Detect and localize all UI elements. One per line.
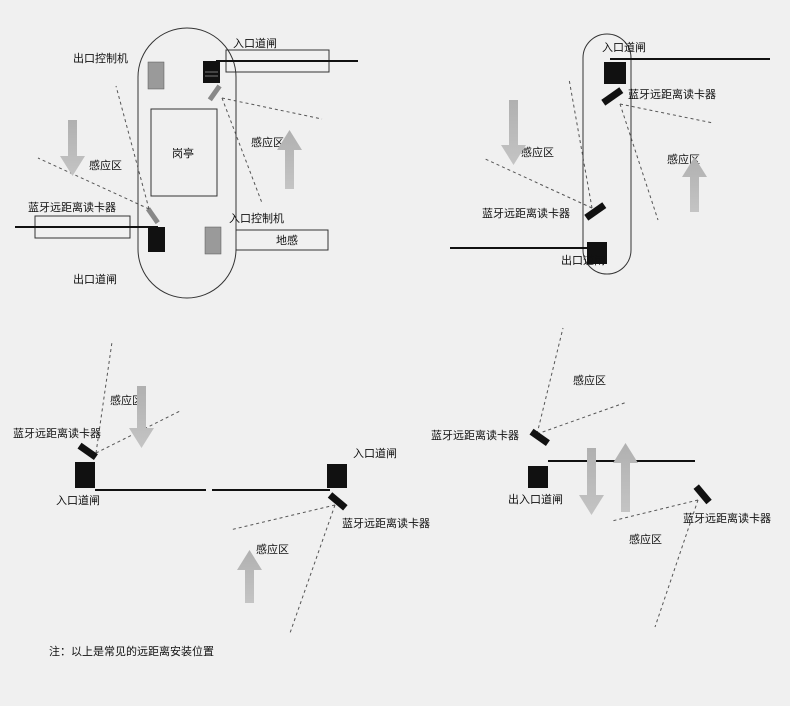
sensing-zone-left-label: 感应区 bbox=[521, 145, 554, 159]
bt-reader-left bbox=[77, 442, 98, 461]
down-arrow bbox=[129, 386, 154, 448]
sensing-zone-bottom-label: 感应区 bbox=[256, 542, 289, 556]
exit-gate-label: 出口道闸 bbox=[561, 253, 605, 267]
entry-control-label: 入口控制机 bbox=[229, 211, 284, 225]
up-arrow bbox=[682, 157, 707, 212]
entry-gate-label: 入口道闸 bbox=[233, 36, 277, 50]
ground-sensor-label: 地感 bbox=[276, 234, 298, 247]
sensing-zone-bottom-label: 感应区 bbox=[629, 532, 662, 546]
entry-control-box bbox=[204, 226, 222, 255]
down-arrow bbox=[579, 448, 604, 515]
sensing-zone-right-label: 感应区 bbox=[251, 135, 284, 149]
entry-gate-label: 入口道闸 bbox=[602, 40, 646, 54]
exit-entry-gate-box bbox=[528, 466, 548, 488]
down-arrow bbox=[501, 100, 526, 165]
entry-gate-left-label: 入口道闸 bbox=[56, 493, 100, 507]
bt-reader-left-label: 蓝牙远距离读卡器 bbox=[431, 428, 519, 442]
booth-label: 岗亭 bbox=[172, 146, 194, 160]
sensing-zone-top-label: 感应区 bbox=[573, 373, 606, 387]
entry-gate-right-label: 入口道闸 bbox=[353, 446, 397, 460]
booth-box bbox=[150, 108, 218, 197]
bt-reader-bottom-label: 蓝牙远距离读卡器 bbox=[482, 206, 570, 220]
diagram-2: 入口道闸 蓝牙远距离读卡器 感应区 感应区 蓝牙远距离读卡器 出口道闸 bbox=[450, 33, 770, 275]
entry-gate-right-box bbox=[327, 464, 347, 488]
exit-entry-gate-label: 出入口道闸 bbox=[508, 492, 563, 506]
footnote: 注：以上是常见的远距离安装位置 bbox=[49, 644, 214, 658]
bt-reader-top bbox=[601, 87, 624, 106]
exit-control-box bbox=[147, 61, 165, 90]
entry-gate-left-box bbox=[75, 462, 95, 488]
bt-reader-left bbox=[529, 428, 550, 447]
diagram-1: 岗亭 入口道闸 出口控制机 感应区 感应区 蓝牙远距离读卡器 出口道闸 入口控制… bbox=[15, 27, 358, 299]
sensing-zone-left-label: 感应区 bbox=[89, 158, 122, 172]
bt-reader-right-label: 蓝牙远距离读卡器 bbox=[342, 516, 430, 530]
bt-reader-top bbox=[207, 84, 222, 102]
up-arrow bbox=[277, 130, 302, 189]
diagram-4: 感应区 蓝牙远距离读卡器 出入口道闸 蓝牙远距离读卡器 感应区 bbox=[431, 327, 771, 628]
bt-reader-right-label: 蓝牙远距离读卡器 bbox=[683, 511, 771, 525]
entry-gate-box bbox=[604, 62, 626, 84]
sensing-zone-top-label: 感应区 bbox=[110, 393, 143, 407]
bt-reader-label: 蓝牙远距离读卡器 bbox=[28, 200, 116, 214]
exit-control-label: 出口控制机 bbox=[73, 51, 128, 65]
bt-reader-bottom bbox=[145, 207, 160, 225]
bt-reader-right bbox=[693, 484, 712, 505]
bt-reader-right bbox=[327, 492, 348, 511]
lane-island bbox=[582, 33, 632, 275]
bt-reader-top-label: 蓝牙远距离读卡器 bbox=[628, 87, 716, 101]
ground-sensor-box bbox=[235, 229, 329, 251]
down-arrow bbox=[60, 120, 85, 176]
exit-gate-box bbox=[587, 242, 607, 264]
bt-reader-bottom bbox=[584, 202, 607, 221]
lane-island bbox=[137, 27, 237, 299]
up-arrow bbox=[237, 550, 262, 603]
diagram-3: 感应区 蓝牙远距离读卡器 入口道闸 入口道闸 蓝牙远距离读卡器 感应区 bbox=[13, 341, 430, 634]
exit-gate-label: 出口道闸 bbox=[73, 272, 117, 286]
up-arrow bbox=[613, 443, 638, 512]
bt-reader-left-label: 蓝牙远距离读卡器 bbox=[13, 426, 101, 440]
exit-gate-box bbox=[148, 227, 165, 252]
